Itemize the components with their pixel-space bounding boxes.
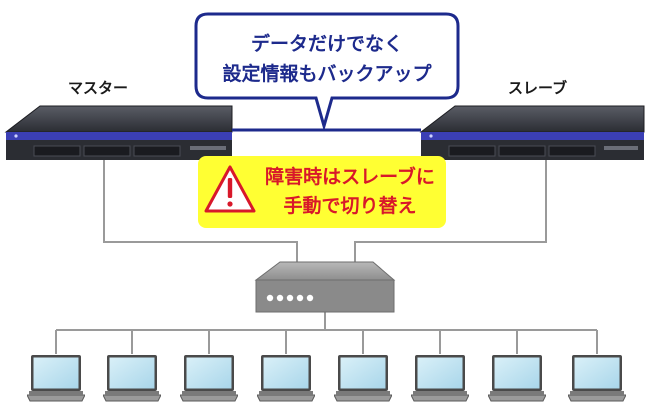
network-lines <box>55 160 598 354</box>
master-server <box>4 105 233 160</box>
network-switch <box>254 261 396 313</box>
callout-line1: データだけでなく <box>251 32 403 55</box>
laptop-icon <box>257 354 315 402</box>
laptop-icon <box>103 354 161 402</box>
warning-triangle-icon <box>204 165 256 213</box>
backup-callout: データだけでなく 設定情報もバックアップ <box>194 12 460 132</box>
laptop-icon <box>180 354 238 402</box>
laptop-icon <box>334 354 392 402</box>
warning-box: 障害時はスレーブに 手動で切り替え <box>198 156 446 228</box>
laptop-icon <box>568 354 626 402</box>
slave-server <box>419 105 645 160</box>
slave-label: スレーブ <box>508 79 567 97</box>
master-label: マスター <box>68 79 128 97</box>
warning-line2: 手動で切り替え <box>283 194 416 217</box>
warning-line1: 障害時はスレーブに <box>265 165 435 188</box>
callout-line2: 設定情報もバックアップ <box>222 62 432 85</box>
laptop-icon <box>27 354 85 402</box>
laptop-icon <box>488 354 546 402</box>
laptop-icon <box>411 354 469 402</box>
client-laptops <box>27 354 626 402</box>
